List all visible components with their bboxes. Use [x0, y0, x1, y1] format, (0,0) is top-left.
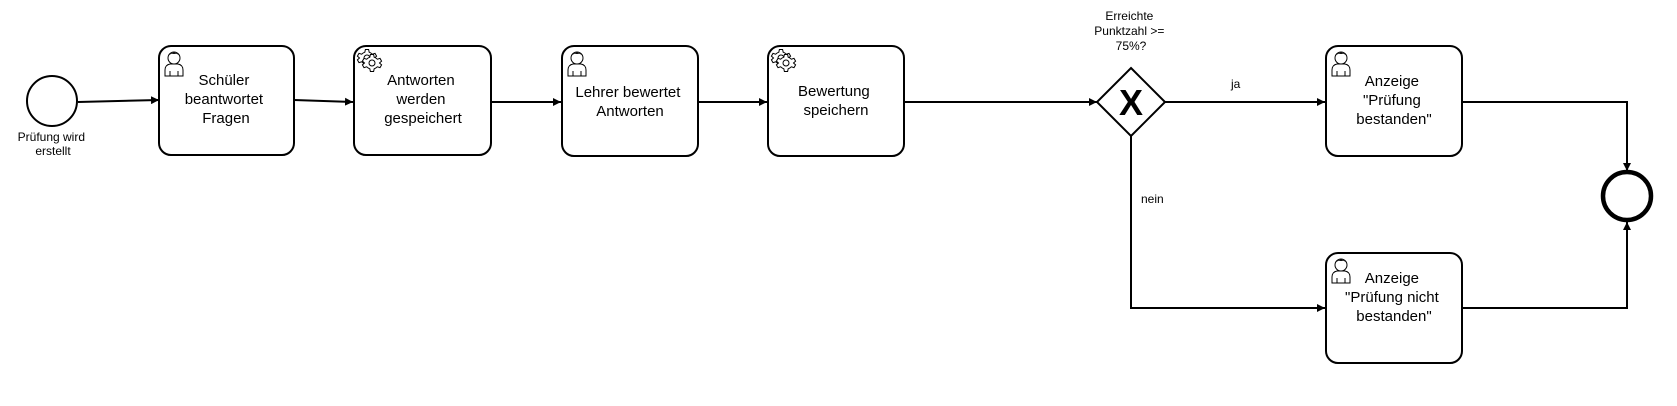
user-task-anzeige-pruefung-nicht-bestanden[interactable]: Anzeige "Prüfung nicht bestanden" — [1325, 252, 1463, 364]
start-event-label-line: erstellt — [35, 144, 71, 158]
task-label-line: bestanden" — [1356, 308, 1431, 325]
task-label-line: gespeichert — [384, 110, 462, 127]
task-label-line: "Prüfung — [1363, 92, 1421, 109]
user-icon — [1331, 258, 1351, 284]
user-icon — [567, 51, 587, 77]
flow-t5-to-end[interactable] — [1461, 101, 1631, 171]
task-label-line: bestanden" — [1356, 111, 1431, 128]
sequence-flows — [77, 96, 1631, 312]
task-label: Anzeige "Prüfung bestanden" — [1356, 73, 1431, 128]
flow-start-to-t1[interactable] — [77, 96, 160, 105]
no-flow-label: nein — [1141, 192, 1164, 206]
task-label-line: Bewertung — [798, 83, 870, 100]
user-icon — [1331, 51, 1351, 77]
yes-flow-label: ja — [1230, 77, 1241, 91]
start-event-label-line: Prüfung wird — [18, 130, 85, 144]
gateway-label: Erreichte Punktzahl >= 75%? — [1094, 9, 1167, 53]
user-task-anzeige-pruefung-bestanden[interactable]: Anzeige "Prüfung bestanden" — [1325, 45, 1463, 157]
task-label-line: Schüler — [198, 72, 249, 89]
task-label-line: Lehrer bewertet — [575, 84, 681, 101]
task-label: Antworten werden gespeichert — [384, 72, 462, 127]
flow-gateway-to-t6[interactable] — [1130, 136, 1325, 312]
task-label-line: Fragen — [202, 110, 250, 127]
flow-t1-to-t2[interactable] — [293, 97, 354, 106]
task-label-line: "Prüfung nicht — [1345, 289, 1440, 306]
end-event[interactable] — [1600, 169, 1654, 223]
task-label-line: beantwortet — [185, 91, 264, 108]
gear-icon — [356, 49, 383, 72]
task-label-line: Anzeige — [1365, 73, 1419, 90]
gateway-label-line: Punktzahl >= — [1094, 24, 1164, 38]
gateway-x-marker: X — [1119, 82, 1143, 123]
exclusive-gateway[interactable]: X — [1095, 66, 1167, 138]
task-label: Bewertung speichern — [798, 83, 874, 119]
gear-icon — [770, 49, 797, 72]
service-task-antworten-werden-gespeichert[interactable]: Antworten werden gespeichert — [353, 45, 492, 156]
start-event-label: Prüfung wird erstellt — [18, 130, 89, 158]
task-label: Schüler beantwortet Fragen — [185, 72, 268, 127]
gateway-label-line: 75%? — [1116, 39, 1147, 53]
service-task-bewertung-speichern[interactable]: Bewertung speichern — [767, 45, 905, 157]
task-label: Lehrer bewertet Antworten — [575, 84, 684, 120]
task-label-line: werden — [395, 91, 445, 108]
gateway-label-line: Erreichte — [1105, 9, 1153, 23]
flow-t6-to-end[interactable] — [1461, 222, 1631, 309]
task-label-line: Antworten — [596, 103, 664, 120]
user-task-schueler-beantwortet-fragen[interactable]: Schüler beantwortet Fragen — [158, 45, 295, 156]
task-label-line: Antworten — [387, 72, 455, 89]
start-event[interactable] — [26, 75, 78, 127]
task-label: Anzeige "Prüfung nicht bestanden" — [1345, 270, 1443, 325]
task-label-line: Anzeige — [1365, 270, 1419, 287]
task-label-line: speichern — [803, 102, 868, 119]
user-icon — [164, 51, 184, 77]
user-task-lehrer-bewertet-antworten[interactable]: Lehrer bewertet Antworten — [561, 45, 699, 157]
